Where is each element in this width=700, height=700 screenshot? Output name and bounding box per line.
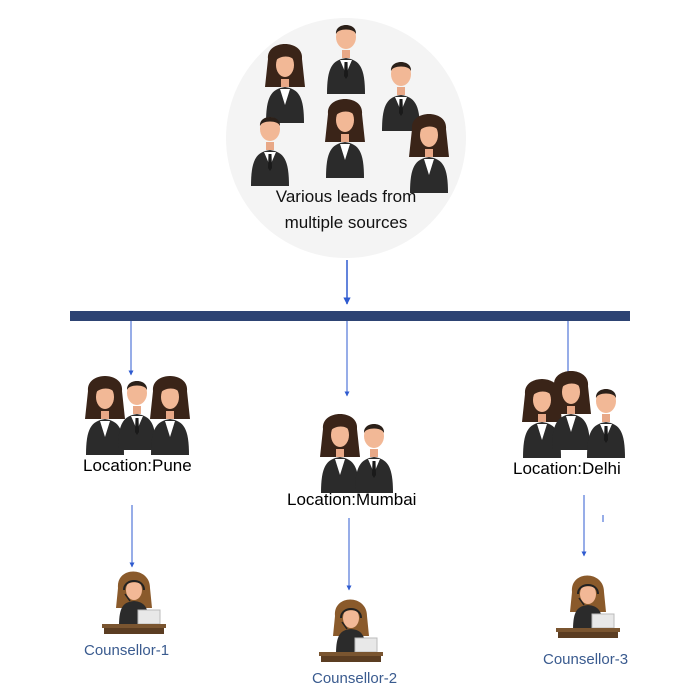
distribution-bar bbox=[70, 311, 630, 321]
source-person-icon bbox=[325, 99, 365, 178]
pune-person-icon bbox=[150, 376, 190, 455]
source-label-line2: multiple sources bbox=[284, 213, 408, 232]
mumbai-person-icon bbox=[320, 414, 360, 493]
location-label-delhi: Location:Delhi bbox=[513, 459, 621, 478]
location-label-mumbai: Location:Mumbai bbox=[287, 490, 417, 509]
mumbai-person-icon bbox=[355, 424, 393, 493]
counsellor-1-icon bbox=[101, 570, 167, 635]
source-label-line1: Various leads from bbox=[275, 187, 417, 206]
source-label: Various leads from multiple sources bbox=[226, 184, 466, 236]
source-person-icon bbox=[409, 114, 449, 193]
counsellor-3-icon bbox=[555, 574, 621, 639]
counsellor-label-2: Counsellor-2 bbox=[312, 670, 398, 687]
counsellor-label-1: Counsellor-1 bbox=[84, 642, 170, 659]
delhi-person-icon bbox=[551, 371, 591, 450]
counsellor-label-3: Counsellor-3 bbox=[543, 651, 629, 668]
location-label-pune: Location:Pune bbox=[83, 456, 192, 475]
source-person-icon bbox=[265, 44, 305, 123]
delhi-person-icon bbox=[587, 389, 625, 458]
counsellor-2-icon bbox=[318, 598, 384, 663]
